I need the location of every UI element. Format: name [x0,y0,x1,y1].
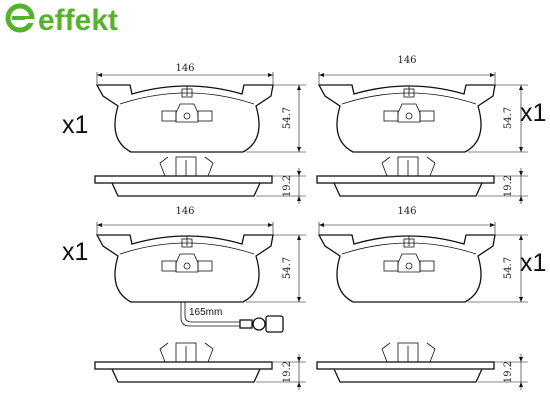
quantity-label: x1 [62,238,88,266]
height-dimension: 54.7 [282,107,293,129]
thickness-dimension: 19.2 [282,361,293,383]
pad-side-view [316,156,495,197]
pad-side-view [94,156,273,197]
brake-pad-top-right: x1 146 54.7 19.2 [316,55,546,205]
thickness-dimension: 19.2 [503,175,514,197]
width-dimension: 146 [397,55,416,66]
pad-side-view [94,342,273,383]
thickness-dimension: 19.2 [503,361,514,383]
height-dimension: 54.7 [503,257,514,279]
sensor-connector [252,317,266,331]
quantity-label: x1 [520,249,546,277]
pad-front-view [318,84,496,153]
quantity-label: x1 [62,111,88,139]
brake-pad-top-left: x1 146 54.7 19.2 [62,63,307,205]
brake-pad-bottom-right: x1 146 54.7 19.2 [316,206,546,391]
pad-front-view [96,234,274,303]
sensor-clip [265,315,284,333]
height-dimension: 54.7 [503,107,514,129]
thickness-dimension: 19.2 [282,175,293,197]
sensor-cable-length: 165mm [189,307,222,318]
width-dimension: 146 [397,206,416,217]
width-dimension: 146 [175,63,194,74]
brand-name: effekt [38,4,118,37]
height-dimension: 54.7 [282,257,293,279]
brake-pad-bottom-left: x1 146 54.7 19.2 165mm [62,206,307,391]
width-dimension: 146 [175,206,194,217]
pad-side-view [316,342,495,383]
effekt-logo-icon [5,3,35,33]
sensor-plug [239,319,253,329]
brand-logo: effekt [5,3,118,37]
pad-front-view [96,84,274,153]
quantity-label: x1 [520,99,546,127]
pad-front-view [318,234,496,303]
wear-sensor: 165mm [180,302,284,333]
